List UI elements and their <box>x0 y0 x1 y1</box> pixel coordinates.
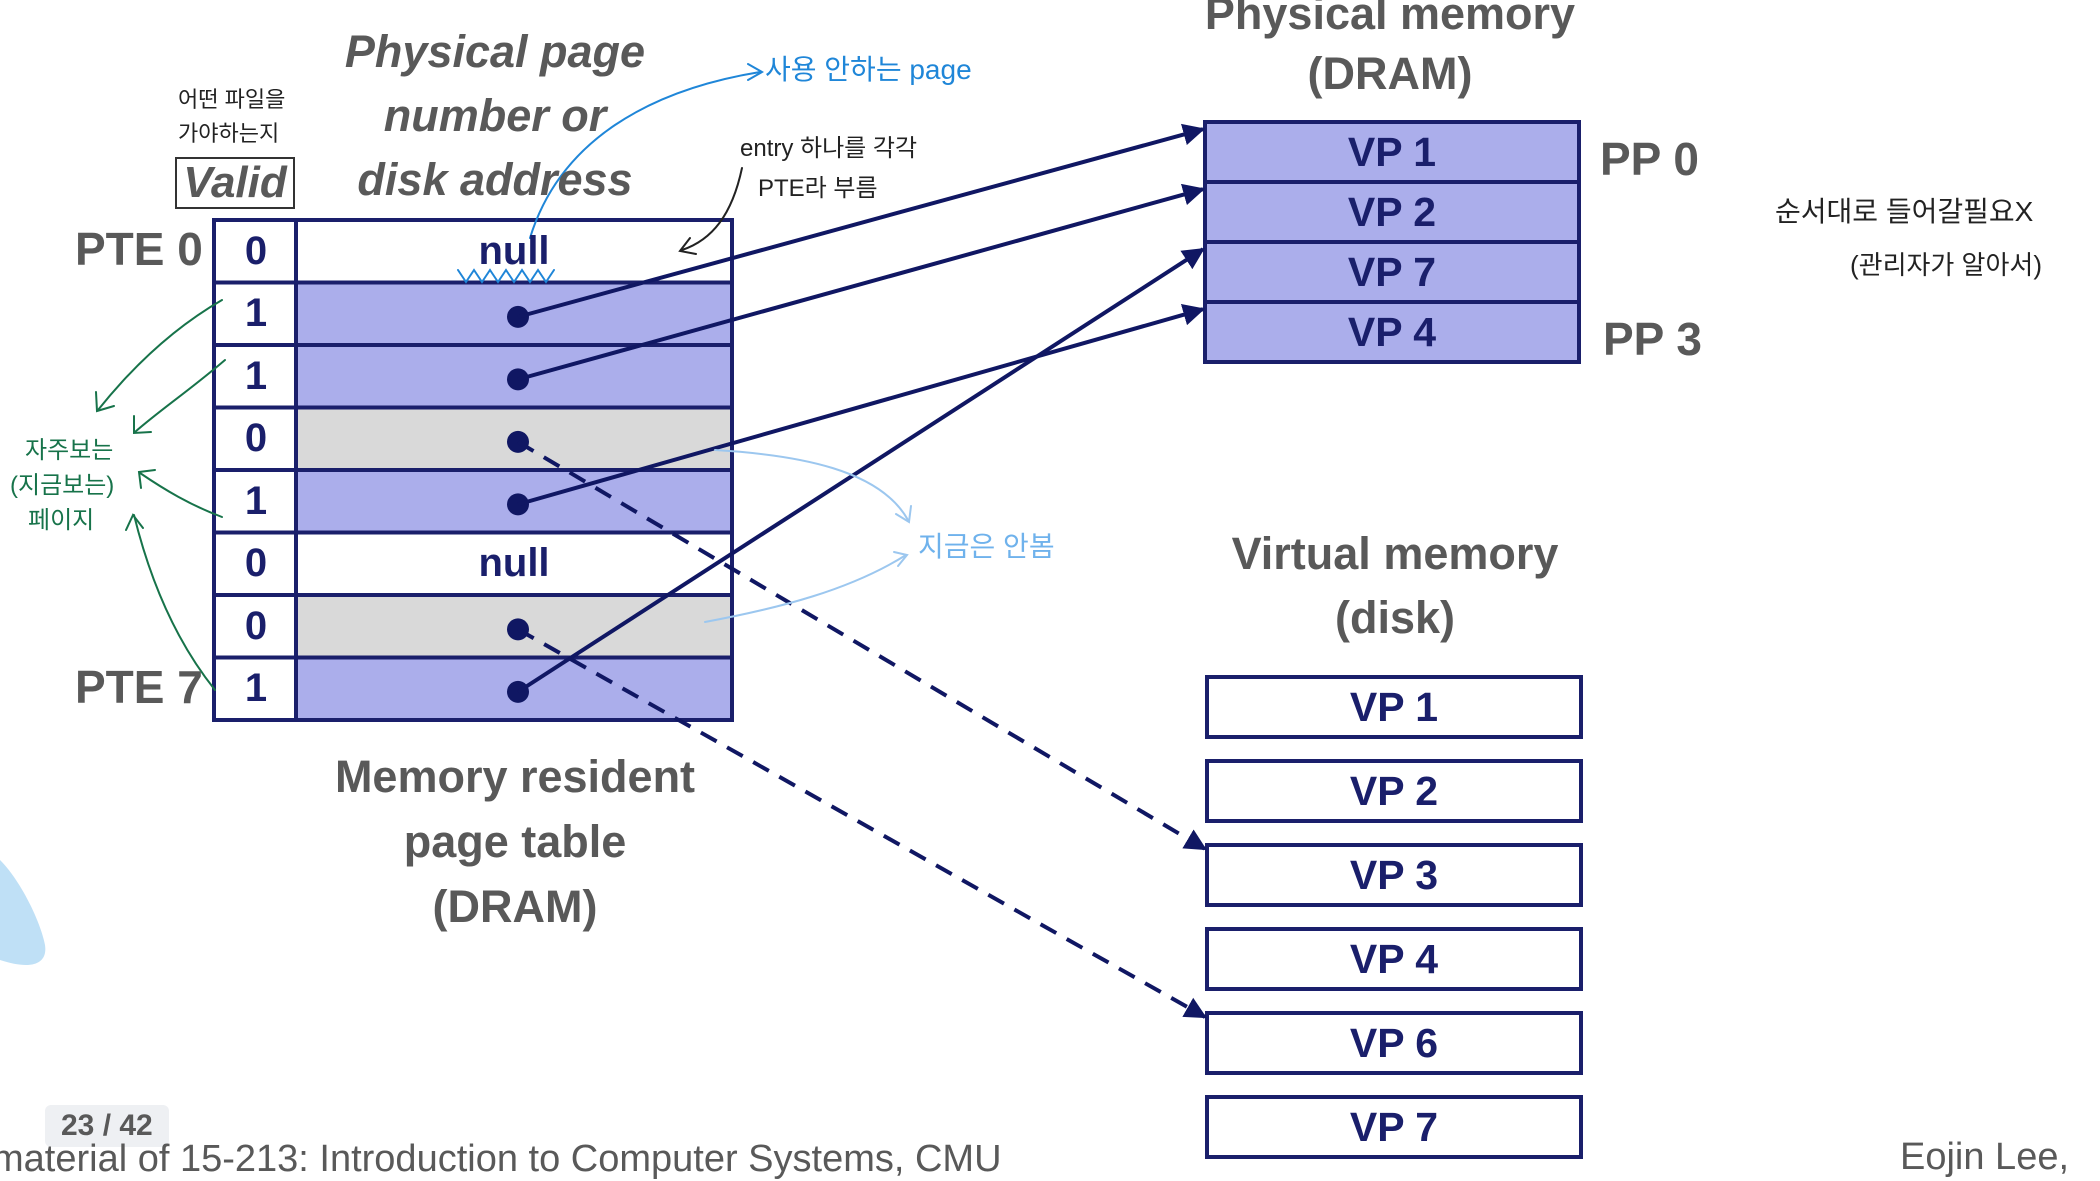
virtual-page-label: VP 1 <box>1349 683 1439 730</box>
note-order-line1: 순서대로 들어갈필요X <box>1775 196 2034 227</box>
pte-valid-cell <box>212 655 298 722</box>
note-frequent-line3: 페이지 <box>28 507 95 534</box>
pte-row-1 <box>212 280 734 347</box>
pp-3-label: PP 3 <box>1603 313 1702 365</box>
physical-page-label: VP 2 <box>1347 188 1437 235</box>
note-order-line2: (관리자가 알아서) <box>1850 250 2042 280</box>
pte-valid-bit: 1 <box>244 291 268 335</box>
virtual-page-box <box>1205 843 1583 907</box>
cached-mapping-arrow <box>517 123 1206 319</box>
pte-valid-bit: 0 <box>244 541 268 585</box>
note-frequent-line2: (지금보는) <box>10 472 115 499</box>
pte-valid-bit: 1 <box>244 478 268 523</box>
virtual-page-label: VP 6 <box>1349 1019 1439 1066</box>
pte-row-3 <box>212 405 734 472</box>
table-caption-line1: Memory resident <box>334 751 696 802</box>
valid-header: Valid <box>183 158 287 207</box>
pte-row-4 <box>212 468 734 535</box>
pte-null-address: null <box>478 228 550 273</box>
ppn-header-line1: Physical page <box>344 26 646 77</box>
author-credit: Eojin Lee, <box>1900 1136 2070 1178</box>
virtual-page-label: VP 3 <box>1349 851 1439 898</box>
green-arrow-4 <box>133 514 216 691</box>
virtual-page-box <box>1205 759 1583 823</box>
light-blue-notnow-1 <box>714 449 909 521</box>
pte-null-address: null <box>478 541 550 585</box>
note-unused-page: 사용 안하는 page <box>765 54 972 85</box>
pte-0-label: PTE 0 <box>75 223 203 275</box>
disk-mapping-arrow <box>516 440 1207 851</box>
light-blue-notnow-2 <box>704 554 907 623</box>
page-table <box>212 218 734 722</box>
pte-valid-bit: 0 <box>244 416 268 460</box>
note-entry-line2: PTE라 부름 <box>758 175 878 202</box>
cached-mapping-arrow <box>517 304 1206 507</box>
ppn-header-line3: disk address <box>357 154 633 205</box>
pp-0-label: PP 0 <box>1600 133 1699 185</box>
virtual-page-label: VP 4 <box>1349 935 1439 982</box>
pte-valid-bit: 0 <box>244 603 268 648</box>
phys-mem-title-line2: (DRAM) <box>1307 48 1473 99</box>
note-frequent-line1: 자주보는 <box>25 437 114 464</box>
disk-mapping-arrow <box>517 627 1207 1019</box>
physical-page-label: VP 7 <box>1347 248 1437 295</box>
note-not-now: 지금은 안봄 <box>918 531 1055 562</box>
pte-7-label: PTE 7 <box>75 661 203 713</box>
green-arrow-2 <box>134 359 226 433</box>
virtual-page-box <box>1205 927 1583 991</box>
note-which-line2: 가야하는지 <box>178 121 280 146</box>
virtual-page-box <box>1205 1095 1583 1159</box>
table-caption-line3: (DRAM) <box>432 881 598 932</box>
physical-page-box <box>1203 180 1581 244</box>
note-which-line1: 어떤 파일을 <box>178 87 286 112</box>
blue-arrow-unused <box>529 71 761 239</box>
pte-valid-bit: 1 <box>244 666 268 710</box>
pte-row-6 <box>212 593 734 660</box>
mapping-arrows <box>516 123 1207 1019</box>
phys-mem-title-line1: Physical memory <box>1204 0 1576 39</box>
virtual-memory <box>1205 675 1583 1159</box>
decorative-blob <box>0 860 46 965</box>
cached-mapping-arrow <box>517 183 1206 382</box>
valid-header-box <box>175 157 295 209</box>
physical-page-box <box>1203 300 1581 364</box>
virtual-page-label: VP 7 <box>1349 1103 1439 1150</box>
cached-mapping-arrow <box>516 247 1205 694</box>
virt-mem-title-line1: Virtual memory <box>1231 528 1559 579</box>
pte-valid-bit: 0 <box>244 228 268 273</box>
black-pointer-pte <box>681 167 743 251</box>
table-caption-line2: page table <box>403 816 627 867</box>
green-arrow-1 <box>97 299 223 411</box>
green-arrow-3 <box>139 472 223 518</box>
physical-page-box <box>1203 120 1581 184</box>
virtual-page-box <box>1205 1011 1583 1075</box>
physical-memory <box>1203 120 1581 364</box>
physical-page-label: VP 4 <box>1347 308 1437 355</box>
virtual-page-box <box>1205 675 1583 739</box>
pte-valid-bit: 1 <box>244 353 268 398</box>
pte-address-cell <box>294 593 734 660</box>
scribble-under-null <box>457 268 555 284</box>
virtual-page-label: VP 2 <box>1349 767 1439 814</box>
source-credit: material of 15-213: Introduction to Comp… <box>0 1138 1002 1180</box>
note-entry-line1: entry 하나를 각각 <box>740 135 918 162</box>
page-counter: 23 / 42 <box>45 1105 169 1147</box>
physical-page-label: VP 1 <box>1347 128 1437 175</box>
pte-row-7 <box>212 655 734 722</box>
ppn-header-line2: number or <box>383 90 607 141</box>
virt-mem-title-line2: (disk) <box>1334 592 1455 643</box>
